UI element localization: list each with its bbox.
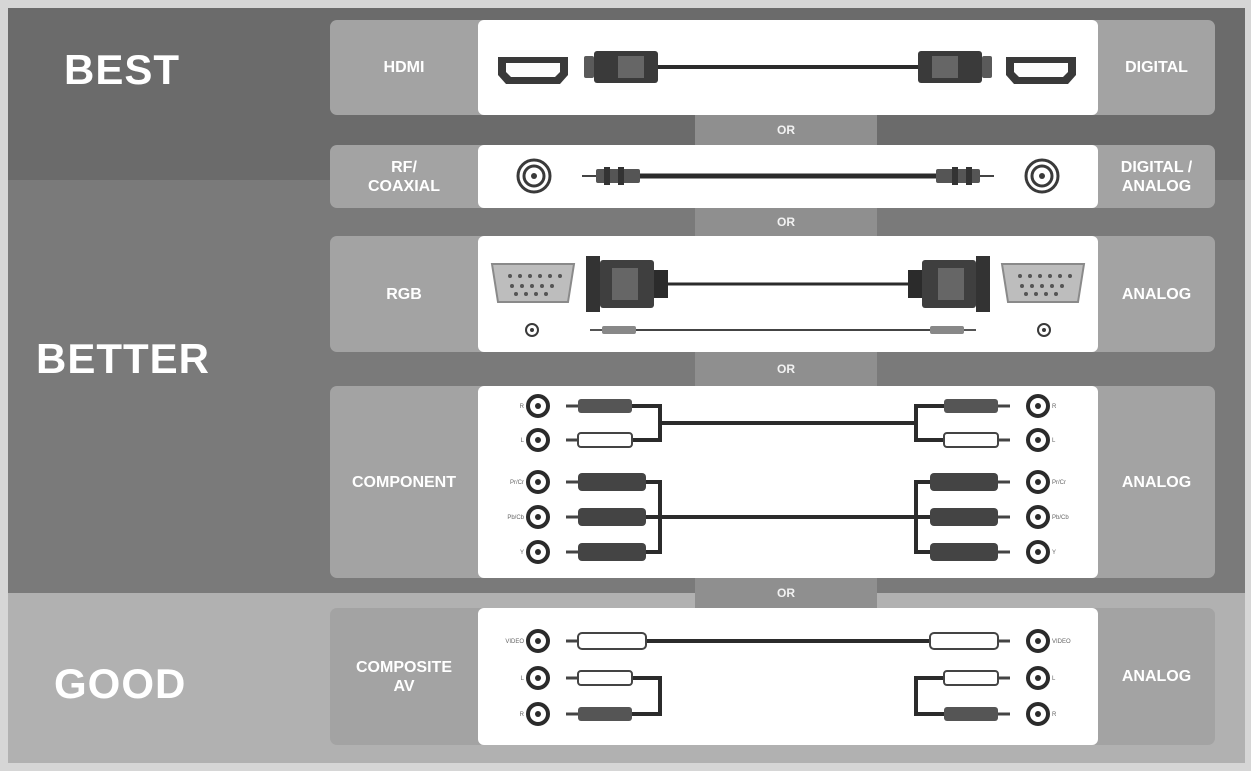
connection-name: RF/ COAXIAL bbox=[368, 158, 440, 195]
port-label: R bbox=[1052, 712, 1057, 718]
port-label: Y bbox=[1052, 550, 1056, 556]
connection-type: DIGITAL / ANALOG bbox=[1120, 158, 1193, 195]
port-label: Pr/Cr bbox=[510, 480, 524, 486]
connection-row-hdmi: HDMI DIGITAL bbox=[330, 20, 1215, 115]
port-label: Pb/Cb bbox=[1052, 515, 1069, 521]
port-label: Y bbox=[520, 550, 524, 556]
tier-label-better: BETTER bbox=[36, 335, 210, 382]
connection-type: ANALOG bbox=[1121, 668, 1192, 685]
connection-row-coaxial: RF/ COAXIAL DIGITAL / ANALOG bbox=[330, 145, 1215, 208]
port-label: Pb/Cb bbox=[507, 515, 524, 521]
port-label: L bbox=[1052, 676, 1056, 682]
port-label: L bbox=[1052, 438, 1056, 444]
rca-plugs-left bbox=[566, 399, 646, 561]
rca-plugs-right bbox=[930, 399, 1010, 561]
port-label: L bbox=[521, 676, 525, 682]
component-cable-icon: R L Pr/Cr Pb/Cb Y R L Pr/Cr Pb/Cb Y bbox=[478, 386, 1098, 578]
composite-cable-icon: VIDEO L R VIDEO L R bbox=[478, 608, 1098, 745]
or-separator: OR bbox=[695, 578, 877, 608]
port-label: L bbox=[521, 438, 525, 444]
connection-name: COMPOSITE AV bbox=[355, 658, 452, 695]
port-label: R bbox=[520, 712, 525, 718]
connection-name: RGB bbox=[386, 285, 422, 303]
port-label: VIDEO bbox=[505, 639, 524, 645]
connection-row-rgb: RGB bbox=[330, 236, 1215, 352]
or-separator: OR bbox=[695, 115, 877, 145]
connection-row-component: COMPONENT bbox=[330, 386, 1215, 578]
connection-row-composite: COMPOSITE AV bbox=[330, 608, 1215, 745]
connection-type: ANALOG bbox=[1121, 285, 1192, 303]
hdmi-cable-icon bbox=[478, 20, 1098, 115]
or-separator: OR bbox=[695, 352, 877, 386]
tier-label-good: GOOD bbox=[54, 660, 187, 707]
connection-type: DIGITAL bbox=[1125, 59, 1188, 76]
connection-name: COMPONENT bbox=[352, 473, 456, 491]
or-separator: OR bbox=[695, 208, 877, 236]
coaxial-cable-icon bbox=[478, 145, 1098, 208]
port-label: R bbox=[520, 404, 525, 410]
port-label: R bbox=[1052, 404, 1057, 410]
connection-type: ANALOG bbox=[1121, 473, 1192, 491]
port-label: Pr/Cr bbox=[1052, 480, 1066, 486]
connection-name: HDMI bbox=[383, 59, 425, 76]
port-label: VIDEO bbox=[1052, 639, 1071, 645]
vga-cable-icon bbox=[478, 236, 1098, 352]
tier-label-best: BEST bbox=[64, 46, 181, 93]
